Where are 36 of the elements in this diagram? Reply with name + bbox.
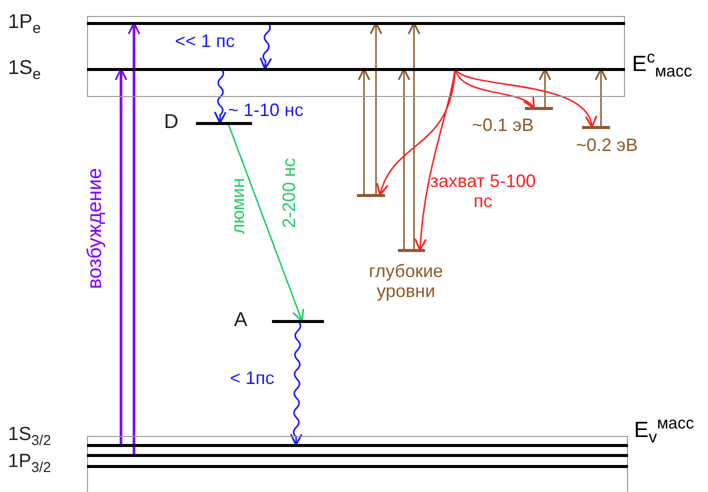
edge-label: возбуждение [84,168,106,289]
wavy-arrow [214,68,226,124]
level-label: 1P$_{3/2}$ [8,452,52,474]
edge-label: люмин [229,178,249,234]
arrow [538,68,552,108]
energy-level-line [525,106,553,110]
energy-level-line [87,464,628,468]
curved-arrow [414,68,456,251]
curved-arrow [454,68,535,109]
energy-level-line [582,126,610,128]
arrow [114,68,128,445]
level-label: 1S$_{3/2}$ [8,425,52,446]
arrow [370,22,382,195]
arrow [594,68,608,127]
level-label: A [234,308,248,331]
wavy-arrow [290,320,302,446]
arrow [358,68,370,195]
level-label: D [164,110,178,133]
edge-label: захват 5-100 пс [429,172,537,212]
energy-level-line [398,248,425,252]
level-group-label: глубокие уровни [368,262,444,302]
edge-label: << 1 пс [175,32,235,52]
edge-label: < 1пс [230,369,274,389]
energy-value-label: ~0.1 эВ [472,116,534,136]
wavy-arrow [260,22,272,70]
arrow [128,22,140,455]
level-label: 1S$_{e}$ [8,56,41,79]
energy-level-line [357,194,385,196]
edge-label: ~ 1-10 нс [228,101,304,121]
level-label: 1P$_{e}$ [8,10,41,33]
energy-value-label: ~0.2 эВ [576,136,638,156]
curved-arrow [454,68,595,128]
duration-label: 2-200 нс [280,158,300,228]
arrow [398,68,410,250]
arrow [408,22,420,250]
arrow [227,122,304,322]
